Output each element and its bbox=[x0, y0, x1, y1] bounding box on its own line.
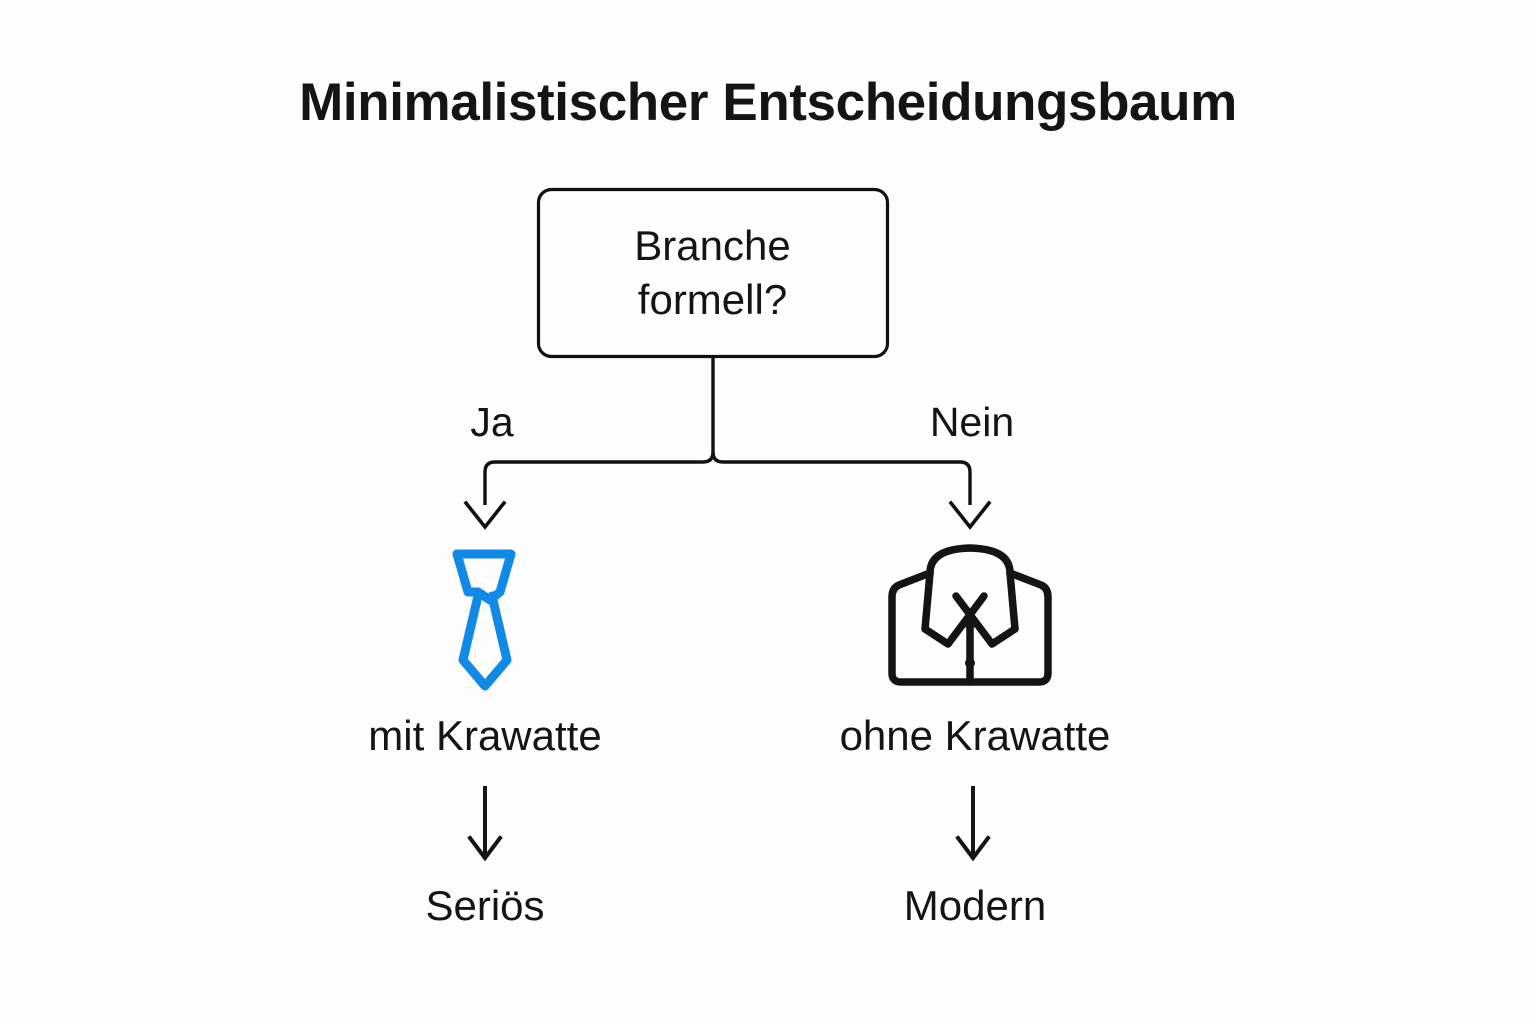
dress-shirt-icon bbox=[888, 544, 1052, 686]
edge-split-right bbox=[711, 451, 972, 505]
necktie-icon bbox=[452, 549, 516, 691]
outcome-label-modern: Modern bbox=[903, 882, 1047, 929]
arrowhead-right-branch bbox=[948, 500, 992, 530]
arrow-right-outcome bbox=[955, 786, 991, 862]
leaf-label-with-tie: mit Krawatte bbox=[368, 712, 602, 759]
edge-split-left bbox=[483, 451, 715, 505]
outcome-label-serious: Seriös bbox=[425, 882, 545, 929]
arrow-left-outcome bbox=[467, 786, 503, 862]
page-title: Minimalistischer Entscheidungsbaum bbox=[299, 73, 1237, 132]
arrowhead-left-branch bbox=[463, 500, 507, 530]
edge-label-yes: Ja bbox=[470, 399, 514, 445]
root-node-text: Branche formell? bbox=[537, 188, 888, 357]
leaf-label-without-tie: ohne Krawatte bbox=[839, 712, 1111, 759]
root-node-line1: Branche bbox=[634, 221, 791, 269]
edge-label-no: Nein bbox=[929, 399, 1015, 445]
root-node-line2: formell? bbox=[637, 275, 788, 323]
root-node-box[interactable] bbox=[536, 187, 890, 359]
